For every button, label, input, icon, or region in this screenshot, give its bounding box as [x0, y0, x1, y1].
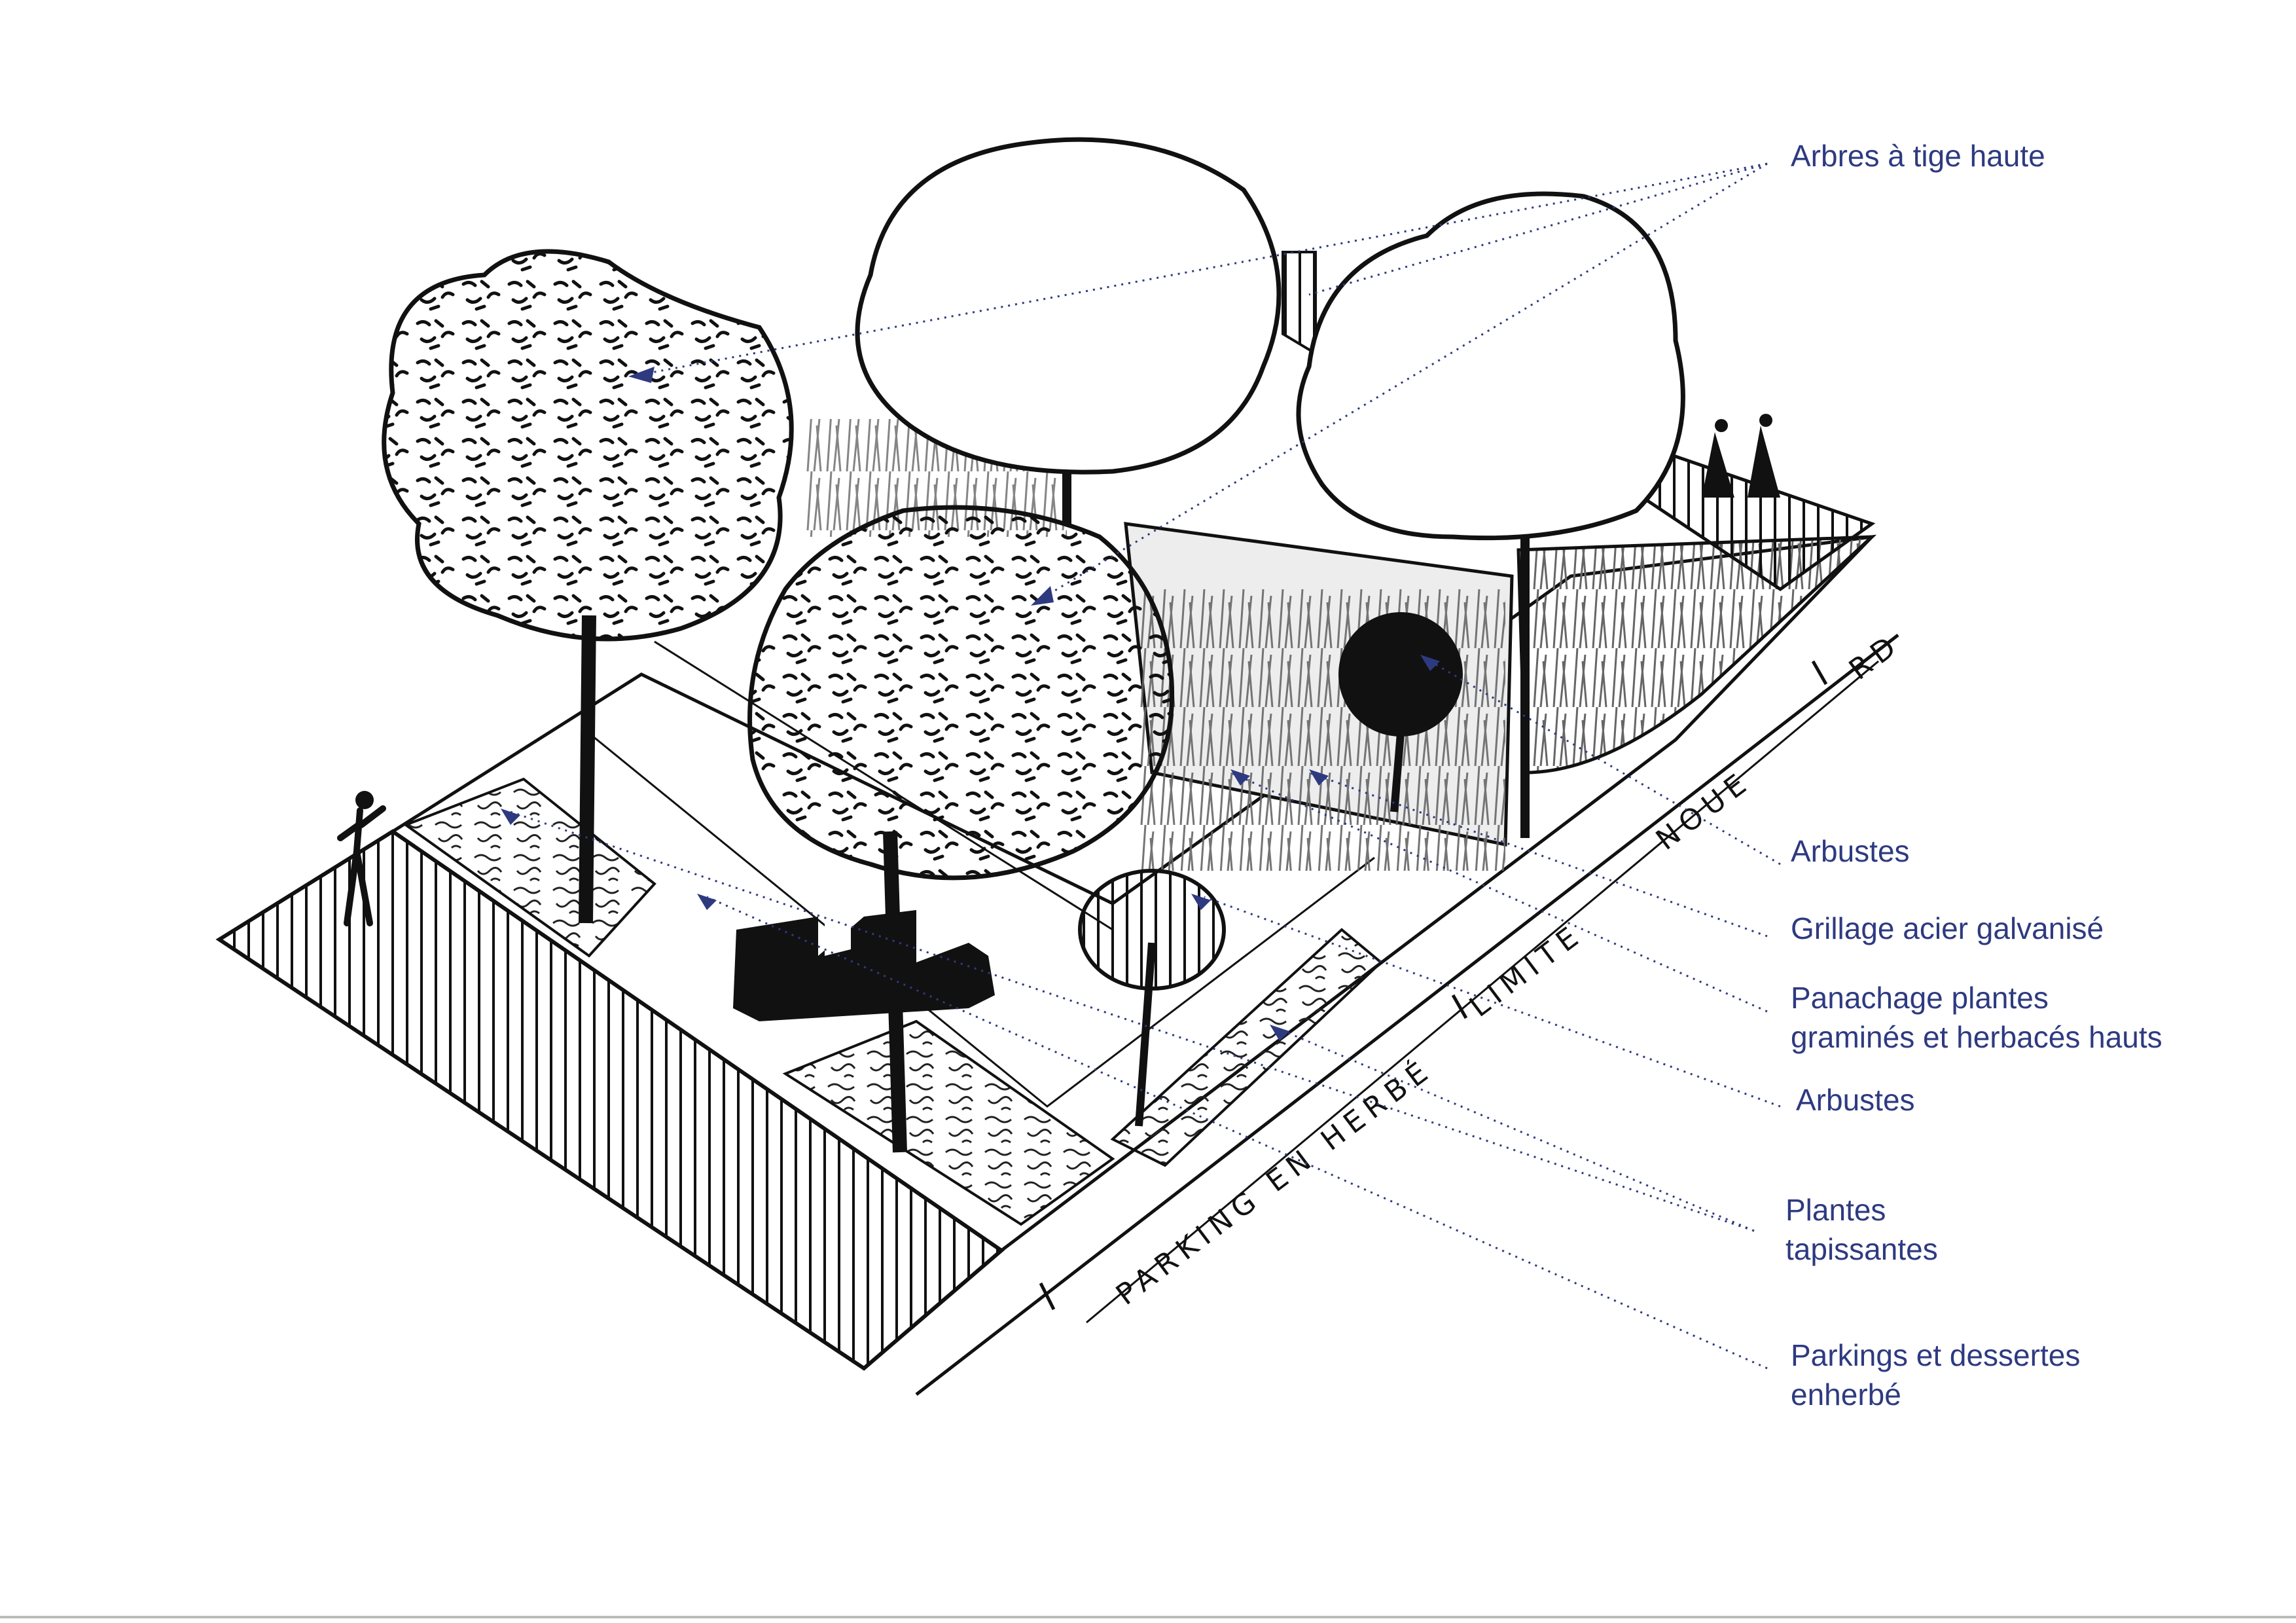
leader-grillage	[1308, 771, 1768, 938]
site-plan	[215, 251, 1899, 1396]
leader-arbres-1	[647, 162, 1768, 374]
label-arbres-tige-haute: Arbres à tige haute	[1791, 139, 2045, 173]
limit-tick	[1039, 1282, 1056, 1311]
arrowhead	[1270, 1025, 1289, 1041]
person-figure-left	[337, 791, 386, 926]
annotation-leaders	[510, 162, 1781, 1370]
leader-arbres-3	[1308, 162, 1768, 296]
car-window	[923, 910, 949, 956]
tree-trunk	[579, 615, 596, 924]
tree-canopy	[1296, 191, 1685, 541]
annotation-arrowheads	[501, 367, 1440, 1041]
arrowhead	[1191, 894, 1211, 910]
parking-alley	[588, 732, 1375, 1108]
arrowhead	[1031, 586, 1054, 606]
limit-tick	[1451, 994, 1468, 1019]
tree-back-center	[855, 137, 1282, 524]
leader-arbustes-1	[1429, 660, 1781, 866]
leader-tapissantes-1	[510, 811, 1755, 1232]
tree-canopy	[747, 505, 1175, 881]
leader-arbres-2	[1040, 162, 1768, 600]
noue-handwritten-label: NOUE	[1650, 764, 1758, 857]
hatched-fence-back	[1282, 251, 1317, 356]
label-grillage-acier: Grillage acier galvanisé	[1791, 911, 2104, 945]
noue-slope	[1516, 535, 1876, 775]
label-arbustes-1: Arbustes	[1791, 834, 1910, 868]
property-limit-line-2	[1086, 660, 1879, 1324]
property-limit-line	[915, 634, 1899, 1396]
shrub-dark	[1338, 612, 1463, 812]
shrub-front	[1078, 869, 1226, 1127]
shrub-foliage	[1078, 869, 1226, 991]
limit-tick	[1811, 660, 1828, 685]
arrowhead	[628, 367, 655, 383]
parking-handwritten-label: PARKING EN HERBÉ	[1109, 1051, 1439, 1312]
arrowhead	[697, 894, 717, 910]
arrowhead	[501, 809, 520, 825]
arrowhead	[1309, 769, 1329, 786]
shrub-foliage	[1338, 612, 1463, 737]
arrowhead	[1230, 769, 1250, 786]
arrowhead	[1420, 655, 1440, 671]
label-panachage-plantes: Panachage plantes graminés et herbacés h…	[1791, 981, 2162, 1054]
label-arbustes-2: Arbustes	[1796, 1083, 1915, 1117]
ground-cover-bed-right	[1110, 928, 1384, 1167]
ground-cover-bed-front	[782, 1019, 1115, 1226]
tree-back-right	[1296, 191, 1685, 838]
leader-tapissantes-2	[1276, 1027, 1755, 1232]
limite-handwritten-label: LIMITE	[1463, 917, 1590, 1024]
grass-mass	[1139, 589, 1505, 871]
tree-canopy	[382, 249, 794, 642]
page-bottom-rule	[0, 1616, 2296, 1618]
label-parkings-dessertes: Parkings et dessertes enherbé	[1791, 1338, 2081, 1412]
person-figures-right	[1702, 414, 1780, 498]
tree-canopy	[855, 137, 1282, 475]
tree-left	[382, 249, 794, 924]
label-plantes-tapissantes: Plantes tapissantes	[1785, 1193, 1938, 1266]
leader-arbustes-2	[1204, 896, 1781, 1108]
car-window	[825, 910, 851, 956]
shrub-stem	[1390, 733, 1405, 812]
